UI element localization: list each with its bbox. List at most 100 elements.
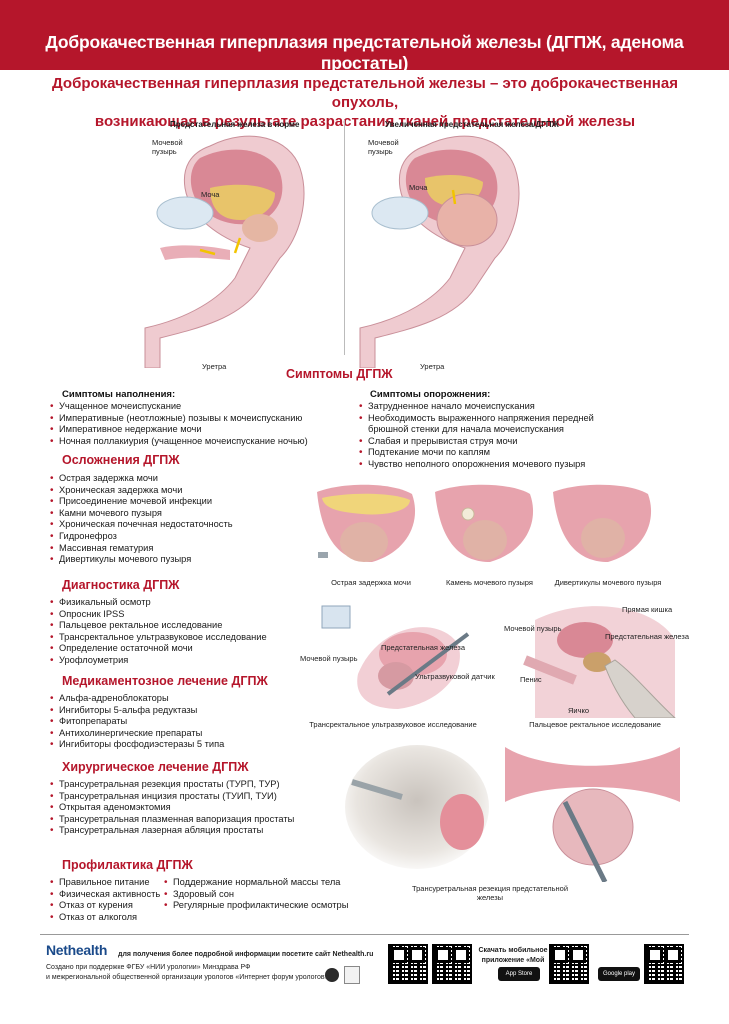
prevention-list-left: Правильное питание Физическая активность…: [50, 877, 160, 923]
partner-logo-icon: [344, 966, 360, 984]
list-item: Трансуретральная резекция простаты (ТУРП…: [50, 779, 294, 791]
normal-anatomy-illustration: [144, 135, 305, 368]
complications-list: Острая задержка мочи Хроническая задержк…: [50, 473, 233, 566]
list-item: Чувство неполного опорожнения мочевого п…: [359, 459, 594, 471]
complications-illustrations: [317, 484, 652, 562]
dre-prostate-label: Предстательная железа: [605, 632, 689, 641]
qr-code-icon[interactable]: [388, 944, 428, 984]
list-item: Фитопрепараты: [50, 716, 224, 728]
normal-bladder-label-line-2: пузырь: [152, 147, 177, 156]
normal-prostate-title: Предстательная железа в норме: [170, 120, 300, 129]
list-item: Трансректальное ультразвуковое исследова…: [50, 632, 267, 644]
list-item: Слабая и прерывистая струя мочи: [359, 436, 594, 448]
list-item: Ингибиторы 5-альфа редуктазы: [50, 705, 224, 717]
diagram-divider: [344, 120, 345, 355]
normal-urethra-label: Уретра: [202, 362, 227, 371]
trus-prostate-label: Предстательная железа: [381, 643, 465, 652]
qr-code-icon[interactable]: [549, 944, 589, 984]
dre-caption: Пальцевое ректальное исследование: [529, 720, 661, 729]
list-item: Поддержание нормальной массы тела: [164, 877, 348, 889]
dre-penis-label: Пенис: [520, 675, 542, 684]
caption-acute-retention: Острая задержка мочи: [331, 578, 411, 587]
list-item: Ингибиторы фосфодиэстеразы 5 типа: [50, 739, 224, 751]
acute-retention-illustration: [317, 484, 416, 562]
list-item: Здоровый сон: [164, 889, 348, 901]
list-item: Хроническая почечная недостаточность: [50, 519, 233, 531]
list-item: Физическая активность: [50, 889, 160, 901]
prevention-title: Профилактика ДГПЖ: [62, 858, 193, 872]
list-item: Правильное питание: [50, 877, 160, 889]
dre-bladder-label: Мочевой пузырь: [504, 624, 562, 633]
list-item: Учащенное мочеиспускание: [50, 401, 308, 413]
dre-illustration: [523, 606, 676, 718]
turp-anatomy-illustration: [505, 747, 680, 882]
list-item: Ночная поллакиурия (учащенное мочеиспуск…: [50, 436, 308, 448]
surgical-treatment-title: Хирургическое лечение ДГПЖ: [62, 760, 249, 774]
list-item: Трансуретральная лазерная абляция проста…: [50, 825, 294, 837]
medical-treatment-list: Альфа-адреноблокаторы Ингибиторы 5-альфа…: [50, 693, 224, 751]
list-item: Камни мочевого пузыря: [50, 508, 233, 520]
trus-probe-label: Ультразвуковой датчик: [415, 672, 495, 681]
list-item: Массивная гематурия: [50, 543, 233, 555]
list-item: Отказ от алкоголя: [50, 912, 160, 924]
list-item: Отказ от курения: [50, 900, 160, 912]
qr-code-icon[interactable]: [432, 944, 472, 984]
list-item: Открытая аденомэктомия: [50, 802, 294, 814]
complications-title: Осложнения ДГПЖ: [62, 453, 180, 467]
uroforum-emblem-icon: [325, 968, 339, 982]
dre-rectum-label: Прямая кишка: [622, 605, 673, 614]
app-store-badge[interactable]: App Store: [498, 967, 540, 981]
normal-bladder-label: Мочевой пузырь: [152, 138, 183, 156]
turp-caption: Трансуретральная резекция предстательной…: [411, 884, 569, 902]
caption-diverticula: Дивертикулы мочевого пузыря: [554, 578, 662, 587]
page-title: Доброкачественная гиперплазия предстател…: [45, 32, 684, 73]
enlarged-bladder-label-line-1: Мочевой: [368, 138, 399, 147]
qr-code-icon[interactable]: [644, 944, 684, 984]
bladder-diverticula-illustration: [553, 484, 652, 562]
list-item: Подтекание мочи по каплям: [359, 447, 594, 459]
list-item: Острая задержка мочи: [50, 473, 233, 485]
enlarged-prostate-title: Увеличенная предстательная железа/ДГПЖ: [385, 120, 559, 129]
diagnostics-list: Физикальный осмотр Опросник IPSS Пальцев…: [50, 597, 267, 667]
trus-bladder-label: Мочевой пузырь: [300, 654, 358, 663]
enlarged-urine-label: Моча: [409, 183, 428, 192]
enlarged-bladder-label-line-2: пузырь: [368, 147, 393, 156]
list-item: Присоединение мочевой инфекции: [50, 496, 233, 508]
list-item: Императивное недержание мочи: [50, 424, 308, 436]
symptoms-title: Симптомы ДГПЖ: [286, 367, 393, 381]
trus-illustration: [321, 605, 470, 709]
list-item: брюшной стенки для начала мочеиспускания: [368, 424, 564, 435]
list-item: Трансуретральная плазменная вапоризация …: [50, 814, 294, 826]
footer-divider: [40, 934, 689, 935]
prevention-list-right: Поддержание нормальной массы тела Здоров…: [164, 877, 348, 912]
google-play-badge[interactable]: Google play: [598, 967, 640, 981]
nethealth-logo: Nethealth: [46, 942, 108, 958]
list-item: Трансуретральная инцизия простаты (ТУИП,…: [50, 791, 294, 803]
subtitle-line-1: Доброкачественная гиперплазия предстател…: [52, 75, 678, 111]
medical-treatment-title: Медикаментозное лечение ДГПЖ: [62, 674, 268, 688]
footer-info[interactable]: для получения более подробной информации…: [118, 951, 374, 958]
list-item: Определение остаточной мочи: [50, 643, 267, 655]
filling-symptoms-title: Симптомы наполнения:: [62, 389, 176, 400]
normal-bladder-label-line-1: Мочевой: [152, 138, 183, 147]
list-item: Затрудненное начало мочеиспускания: [359, 401, 594, 413]
list-item: Опросник IPSS: [50, 609, 267, 621]
diagnostics-title: Диагностика ДГПЖ: [62, 578, 180, 592]
enlarged-anatomy-illustration: [359, 135, 520, 368]
footer-support-line-1: Создано при поддержке ФГБУ «НИИ урологии…: [46, 964, 251, 971]
list-item: Физикальный осмотр: [50, 597, 267, 609]
enlarged-urethra-label: Уретра: [420, 362, 445, 371]
list-item: Хроническая задержка мочи: [50, 485, 233, 497]
list-item: Альфа-адреноблокаторы: [50, 693, 224, 705]
header-bar: [0, 0, 729, 70]
subtitle-line-2: возникающая в результате разрастания тка…: [94, 113, 636, 130]
list-item: Антихолинергические препараты: [50, 728, 224, 740]
surgical-treatment-list: Трансуретральная резекция простаты (ТУРП…: [50, 779, 294, 837]
subtitle: Доброкачественная гиперплазия предстател…: [40, 74, 690, 131]
footer-support-line-2: и межрегиональной общественной организац…: [46, 974, 329, 981]
filling-symptoms-list: Учащенное мочеиспускание Императивные (н…: [50, 401, 308, 447]
list-item: Регулярные профилактические осмотры: [164, 900, 348, 912]
list-item: Необходимость выраженного напряжения пер…: [359, 413, 594, 425]
voiding-symptoms-title: Симптомы опорожнения:: [370, 389, 491, 400]
caption-bladder-stone: Камень мочевого пузыря: [446, 578, 533, 587]
